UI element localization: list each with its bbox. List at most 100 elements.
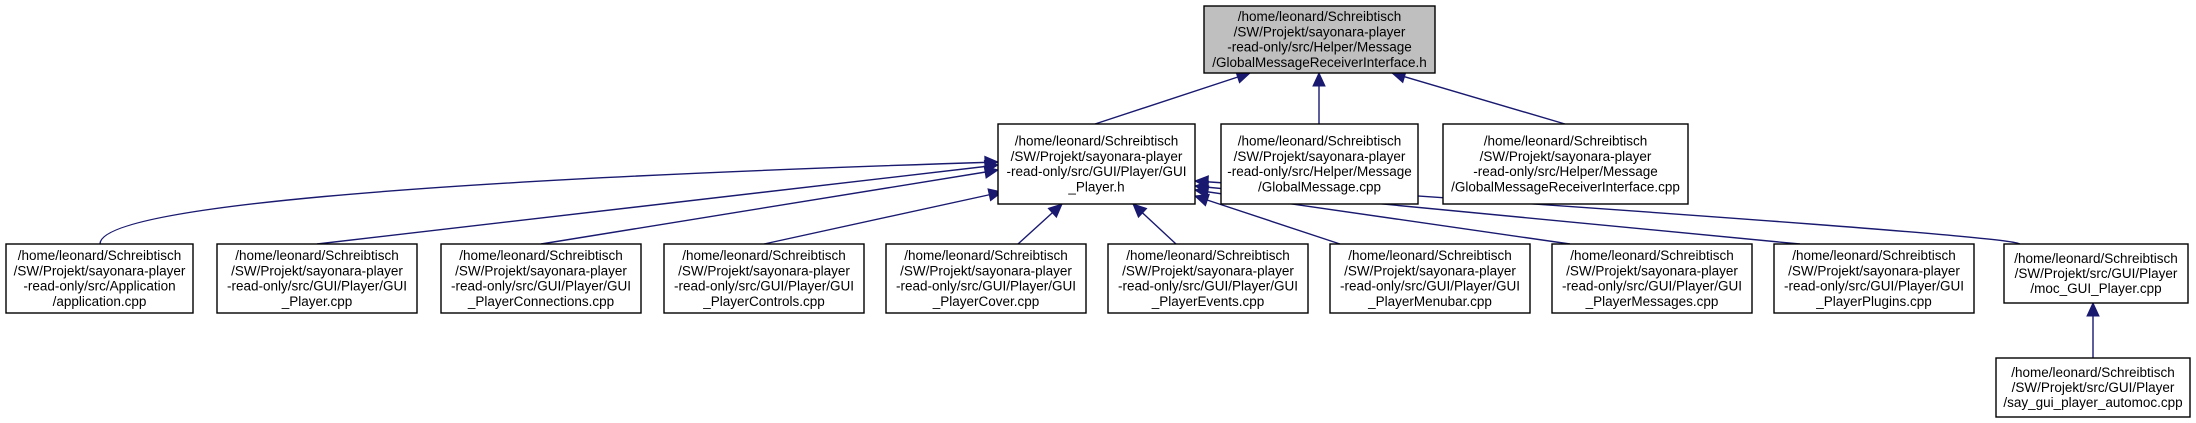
- node-label-line: /GlobalMessageReceiverInterface.cpp: [1451, 179, 1680, 194]
- node-application-cpp[interactable]: /home/leonard/Schreibtisch/SW/Projekt/sa…: [5, 243, 194, 314]
- node-label-line: /home/leonard/Schreibtisch: [1015, 134, 1179, 149]
- edge-line: [540, 169, 999, 245]
- edge-automoc_cpp-to-moc_cpp: [2086, 301, 2100, 358]
- node-label-line: _PlayerMessages.cpp: [1585, 294, 1719, 309]
- node-label-line: /SW/Projekt/sayonara-player: [1122, 263, 1294, 278]
- edge-application_cpp-to-gui_player_h: [99, 155, 1000, 245]
- node-label-line: /SW/Projekt/src/GUI/Player: [2015, 266, 2178, 281]
- edge-line: [763, 191, 1003, 245]
- arrowhead: [1047, 203, 1063, 219]
- node-gui-player-h[interactable]: /home/leonard/Schreibtisch/SW/Projekt/sa…: [997, 123, 1196, 205]
- node-label-line: -read-only/src/Helper/Message: [1227, 164, 1412, 179]
- arrowhead: [1193, 175, 1209, 189]
- node-box: [1995, 357, 2191, 418]
- node-label-line: -read-only/src/GUI/Player/GUI: [1562, 279, 1742, 294]
- node-label-line: /GlobalMessageReceiverInterface.h: [1212, 55, 1427, 70]
- node-box: [997, 123, 1196, 205]
- node-gmri-cpp[interactable]: /home/leonard/Schreibtisch/SW/Projekt/sa…: [1442, 123, 1689, 205]
- node-label-line: /SW/Projekt/sayonara-player: [14, 263, 186, 278]
- node-label-line: /SW/Projekt/sayonara-player: [1011, 149, 1183, 164]
- node-box: [1203, 5, 1436, 74]
- node-label-line: /SW/Projekt/sayonara-player: [1234, 149, 1406, 164]
- node-label-line: /home/leonard/Schreibtisch: [1238, 134, 1402, 149]
- node-box: [216, 243, 418, 314]
- edge-global_message_cpp-to-root: [1312, 71, 1326, 124]
- arrowhead: [2086, 301, 2100, 317]
- node-label-line: -read-only/src/GUI/Player/GUI: [1118, 279, 1298, 294]
- edges-layer: [99, 70, 2100, 358]
- node-label-line: /SW/Projekt/sayonara-player: [1480, 149, 1652, 164]
- node-label-line: /SW/Projekt/sayonara-player: [1566, 263, 1738, 278]
- node-label-line: /SW/Projekt/sayonara-player: [1344, 263, 1516, 278]
- node-label-line: /home/leonard/Schreibtisch: [1348, 248, 1512, 263]
- edge-cover_cpp-to-gui_player_h: [1017, 203, 1063, 245]
- node-label-line: /SW/Projekt/sayonara-player: [900, 263, 1072, 278]
- node-label-line: _PlayerCover.cpp: [932, 294, 1040, 309]
- node-box: [1773, 243, 1975, 314]
- edge-line: [1391, 72, 1566, 125]
- arrowhead: [983, 165, 1000, 179]
- edge-gmri_cpp-to-root: [1390, 70, 1566, 125]
- node-label-line: _Player.h: [1067, 179, 1124, 194]
- edge-gui_player_cpp-to-gui_player_h: [316, 159, 1000, 245]
- node-label-line: _PlayerPlugins.cpp: [1815, 294, 1932, 309]
- node-events-cpp[interactable]: /home/leonard/Schreibtisch/SW/Projekt/sa…: [1107, 243, 1309, 314]
- node-automoc-cpp[interactable]: /home/leonard/Schreibtisch/SW/Projekt/sr…: [1995, 357, 2191, 418]
- node-label-line: /SW/Projekt/src/GUI/Player: [2012, 380, 2175, 395]
- node-label-line: /home/leonard/Schreibtisch: [904, 248, 1068, 263]
- node-label-line: /home/leonard/Schreibtisch: [1792, 248, 1956, 263]
- edge-line: [316, 164, 999, 245]
- nodes-layer: /home/leonard/Schreibtisch/SW/Projekt/sa…: [5, 5, 2191, 418]
- node-label-line: /home/leonard/Schreibtisch: [459, 248, 623, 263]
- edge-gui_player_h-to-root: [1094, 70, 1252, 125]
- node-box: [1220, 123, 1419, 205]
- node-box: [885, 243, 1087, 314]
- node-label-line: /home/leonard/Schreibtisch: [235, 248, 399, 263]
- node-moc-cpp[interactable]: /home/leonard/Schreibtisch/SW/Projekt/sr…: [2003, 243, 2189, 304]
- node-label-line: /home/leonard/Schreibtisch: [18, 248, 182, 263]
- arrowhead: [1312, 71, 1326, 87]
- node-plugins-cpp[interactable]: /home/leonard/Schreibtisch/SW/Projekt/sa…: [1773, 243, 1975, 314]
- node-box: [1107, 243, 1309, 314]
- node-label-line: -read-only/src/Helper/Message: [1227, 40, 1412, 55]
- edge-connections_cpp-to-gui_player_h: [540, 165, 1000, 245]
- node-label-line: /home/leonard/Schreibtisch: [2011, 365, 2175, 380]
- node-menubar-cpp[interactable]: /home/leonard/Schreibtisch/SW/Projekt/sa…: [1329, 243, 1531, 314]
- edge-line: [1194, 195, 1341, 245]
- node-label-line: /SW/Projekt/sayonara-player: [1234, 24, 1406, 39]
- edge-controls_cpp-to-gui_player_h: [763, 188, 1004, 245]
- node-connections-cpp[interactable]: /home/leonard/Schreibtisch/SW/Projekt/sa…: [440, 243, 642, 314]
- node-label-line: -read-only/src/GUI/Player/GUI: [674, 279, 854, 294]
- node-box: [2003, 243, 2189, 304]
- node-messages-cpp[interactable]: /home/leonard/Schreibtisch/SW/Projekt/sa…: [1551, 243, 1753, 314]
- node-label-line: /home/leonard/Schreibtisch: [2014, 251, 2178, 266]
- node-gui-player-cpp[interactable]: /home/leonard/Schreibtisch/SW/Projekt/sa…: [216, 243, 418, 314]
- node-root[interactable]: /home/leonard/Schreibtisch/SW/Projekt/sa…: [1203, 5, 1436, 74]
- edge-line: [1094, 72, 1251, 125]
- node-label-line: /SW/Projekt/sayonara-player: [678, 263, 850, 278]
- node-label-line: /home/leonard/Schreibtisch: [1126, 248, 1290, 263]
- node-label-line: /SW/Projekt/sayonara-player: [231, 263, 403, 278]
- node-label-line: /moc_GUI_Player.cpp: [2030, 281, 2161, 296]
- node-cover-cpp[interactable]: /home/leonard/Schreibtisch/SW/Projekt/sa…: [885, 243, 1087, 314]
- node-label-line: _PlayerEvents.cpp: [1151, 294, 1265, 309]
- node-label-line: _PlayerControls.cpp: [702, 294, 825, 309]
- edge-line: [99, 161, 999, 245]
- node-label-line: -read-only/src/Helper/Message: [1473, 164, 1658, 179]
- node-label-line: -read-only/src/GUI/Player/GUI: [451, 279, 631, 294]
- node-label-line: _Player.cpp: [281, 294, 353, 309]
- node-label-line: /say_gui_player_automoc.cpp: [2003, 395, 2182, 410]
- node-label-line: /SW/Projekt/sayonara-player: [1788, 263, 1960, 278]
- node-label-line: /home/leonard/Schreibtisch: [1570, 248, 1734, 263]
- node-box: [440, 243, 642, 314]
- node-controls-cpp[interactable]: /home/leonard/Schreibtisch/SW/Projekt/sa…: [663, 243, 865, 314]
- node-box: [5, 243, 194, 314]
- node-label-line: -read-only/src/GUI/Player/GUI: [1006, 164, 1186, 179]
- node-global-message-cpp[interactable]: /home/leonard/Schreibtisch/SW/Projekt/sa…: [1220, 123, 1419, 205]
- node-label-line: _PlayerConnections.cpp: [467, 294, 614, 309]
- node-box: [663, 243, 865, 314]
- node-label-line: /home/leonard/Schreibtisch: [1484, 134, 1648, 149]
- node-label-line: _PlayerMenubar.cpp: [1367, 294, 1492, 309]
- node-label-line: -read-only/src/GUI/Player/GUI: [1784, 279, 1964, 294]
